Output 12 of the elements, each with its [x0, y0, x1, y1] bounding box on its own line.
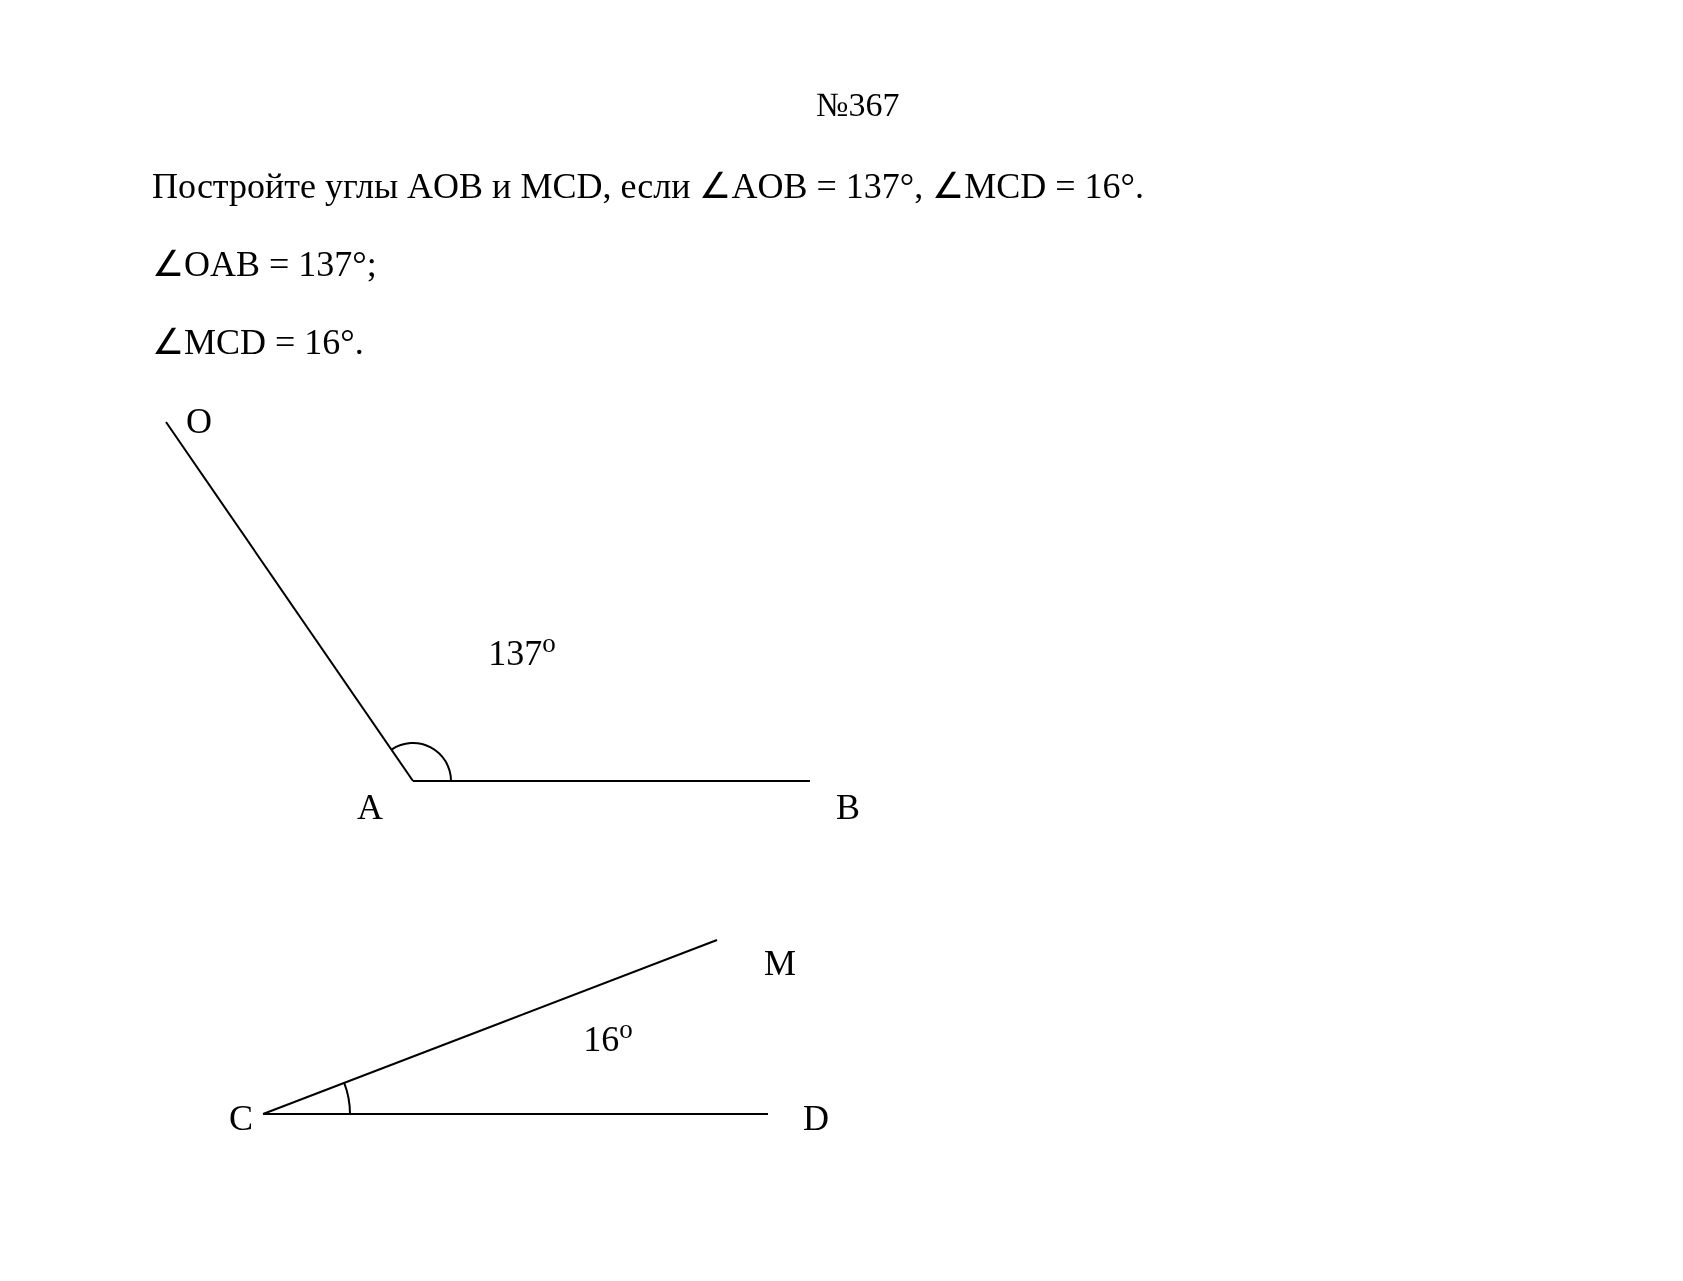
point-label: M	[764, 945, 796, 981]
problem-statement: Постройте углы AOB и MCD, если ∠AOB = 137°, ∠MCD = 16°.	[152, 168, 1144, 204]
point-label: D	[803, 1100, 829, 1136]
angle-equation: ∠OAB = 137°;	[152, 246, 377, 282]
problem-number: №367	[816, 88, 900, 122]
angle-value: 137$^{o}$	[488, 635, 556, 671]
point-label: O	[186, 403, 212, 439]
point-label: A	[357, 789, 383, 825]
point-label: B	[836, 789, 860, 825]
point-label: C	[229, 1100, 253, 1136]
angle-equation: ∠MCD = 16°.	[152, 324, 364, 360]
angle-value: 16$^{o}$	[583, 1021, 633, 1057]
